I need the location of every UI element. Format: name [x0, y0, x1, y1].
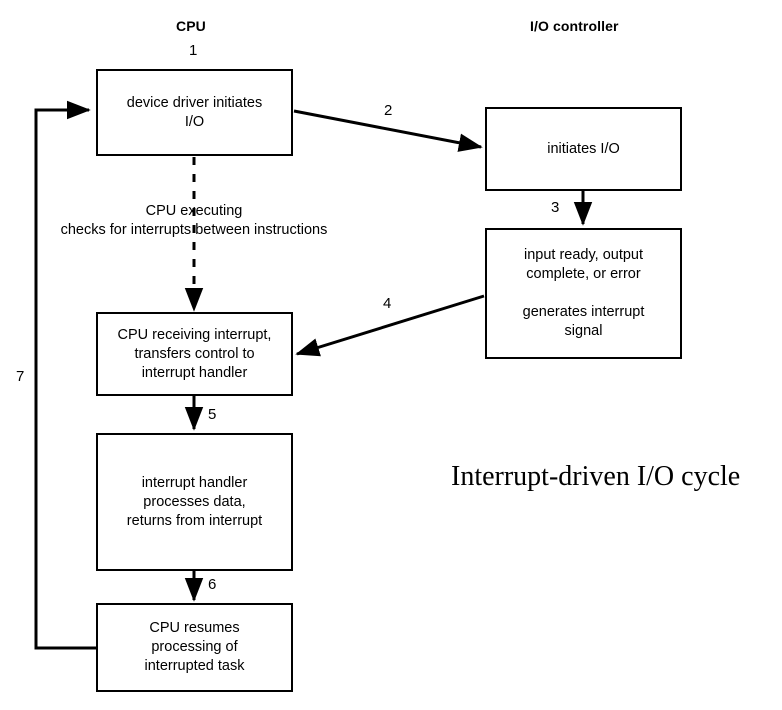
node-text: interrupt handler processes data, return…: [126, 474, 263, 529]
step-number-1: 1: [189, 42, 198, 59]
node-interrupt-handler-processes-data[interactable]: interrupt handler processes data, return…: [96, 433, 293, 571]
connector-step-7: [34, 100, 96, 650]
node-cpu-receiving-interrupt[interactable]: CPU receiving interrupt, transfers contr…: [96, 312, 293, 396]
node-text: input ready, output complete, or error: [523, 247, 644, 282]
node-input-ready-generates-interrupt[interactable]: input ready, output complete, or error g…: [485, 228, 682, 359]
step-number-4: 4: [383, 295, 392, 312]
step-number-7: 7: [16, 368, 25, 385]
step-number-5: 5: [208, 406, 217, 423]
node-text: CPU receiving interrupt, transfers contr…: [117, 326, 272, 381]
column-header-io-controller: I/O controller: [530, 18, 619, 34]
step-number-2: 2: [384, 102, 393, 119]
node-controller-initiates-io[interactable]: initiates I/O: [485, 107, 682, 191]
node-text: device driver initiates I/O: [126, 94, 263, 130]
step-number-6: 6: [208, 576, 217, 593]
step-number-3: 3: [551, 199, 560, 216]
diagram-title: Interrupt-driven I/O cycle: [451, 461, 741, 492]
edge-label-cpu-executing: CPU executing checks for interrupts betw…: [60, 203, 328, 238]
node-text: CPU resumes processing of interrupted ta…: [144, 620, 245, 674]
node-text-secondary: generates interrupt signal: [522, 304, 645, 339]
column-header-cpu: CPU: [176, 18, 206, 34]
node-text: initiates I/O: [547, 140, 620, 157]
node-device-driver-initiates-io[interactable]: device driver initiates I/O: [96, 69, 293, 156]
node-cpu-resumes-processing[interactable]: CPU resumes processing of interrupted ta…: [96, 603, 293, 692]
